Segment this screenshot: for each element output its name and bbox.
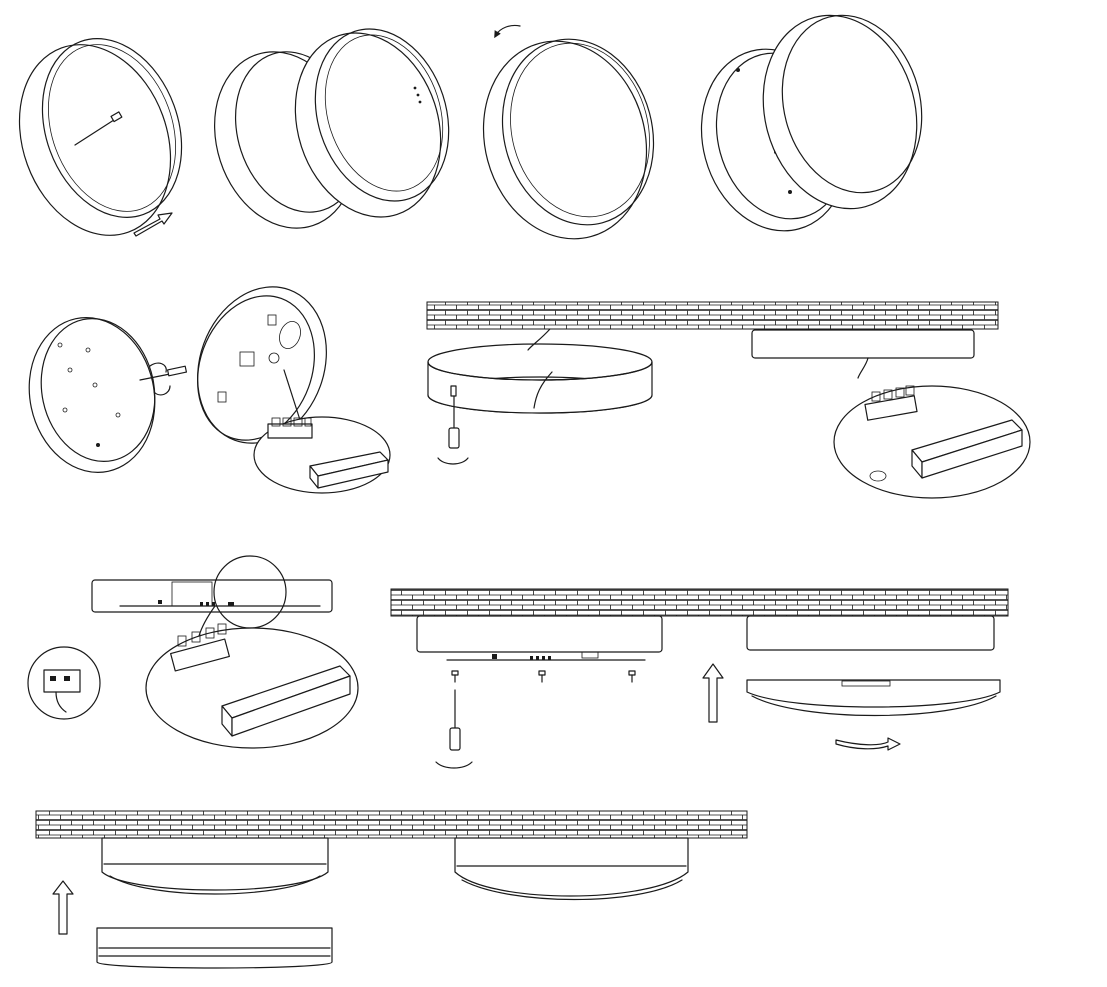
brick-ceiling xyxy=(390,588,1009,617)
screw xyxy=(628,670,636,683)
driver-box xyxy=(911,419,1023,479)
arrow-right-icon xyxy=(133,212,173,237)
arrow-up-icon xyxy=(702,663,724,723)
screw xyxy=(538,670,546,683)
driver-box xyxy=(221,665,351,737)
step-4-lift-cover xyxy=(700,14,923,232)
rotate-arrow-icon xyxy=(494,24,521,39)
step-1-fixture-with-cable xyxy=(18,38,183,237)
brick-ceiling xyxy=(35,810,748,839)
screwdriver-icon xyxy=(437,385,469,465)
step-2-separate-cover xyxy=(214,28,450,229)
step-10-fixture-complete xyxy=(454,837,689,901)
arrow-up-icon xyxy=(52,880,74,935)
step-3-rotate-cover xyxy=(482,24,655,240)
screw xyxy=(451,670,459,683)
step-7-connect-terminal-block xyxy=(27,555,359,749)
screwdriver-icon xyxy=(435,689,473,769)
terminal-block xyxy=(170,623,230,672)
brick-ceiling xyxy=(426,301,999,330)
arrow-right-icon xyxy=(835,737,901,751)
step-5-remove-baseplate xyxy=(28,286,391,494)
screwdriver-icon xyxy=(139,362,188,396)
step-8-fix-gear-tray xyxy=(390,588,1009,769)
step-9-attach-diffuser xyxy=(35,810,748,969)
terminal-block xyxy=(864,385,918,421)
terminal-block xyxy=(267,417,313,439)
driver-box xyxy=(309,451,389,489)
step-6-mount-base-to-ceiling xyxy=(426,301,1031,499)
